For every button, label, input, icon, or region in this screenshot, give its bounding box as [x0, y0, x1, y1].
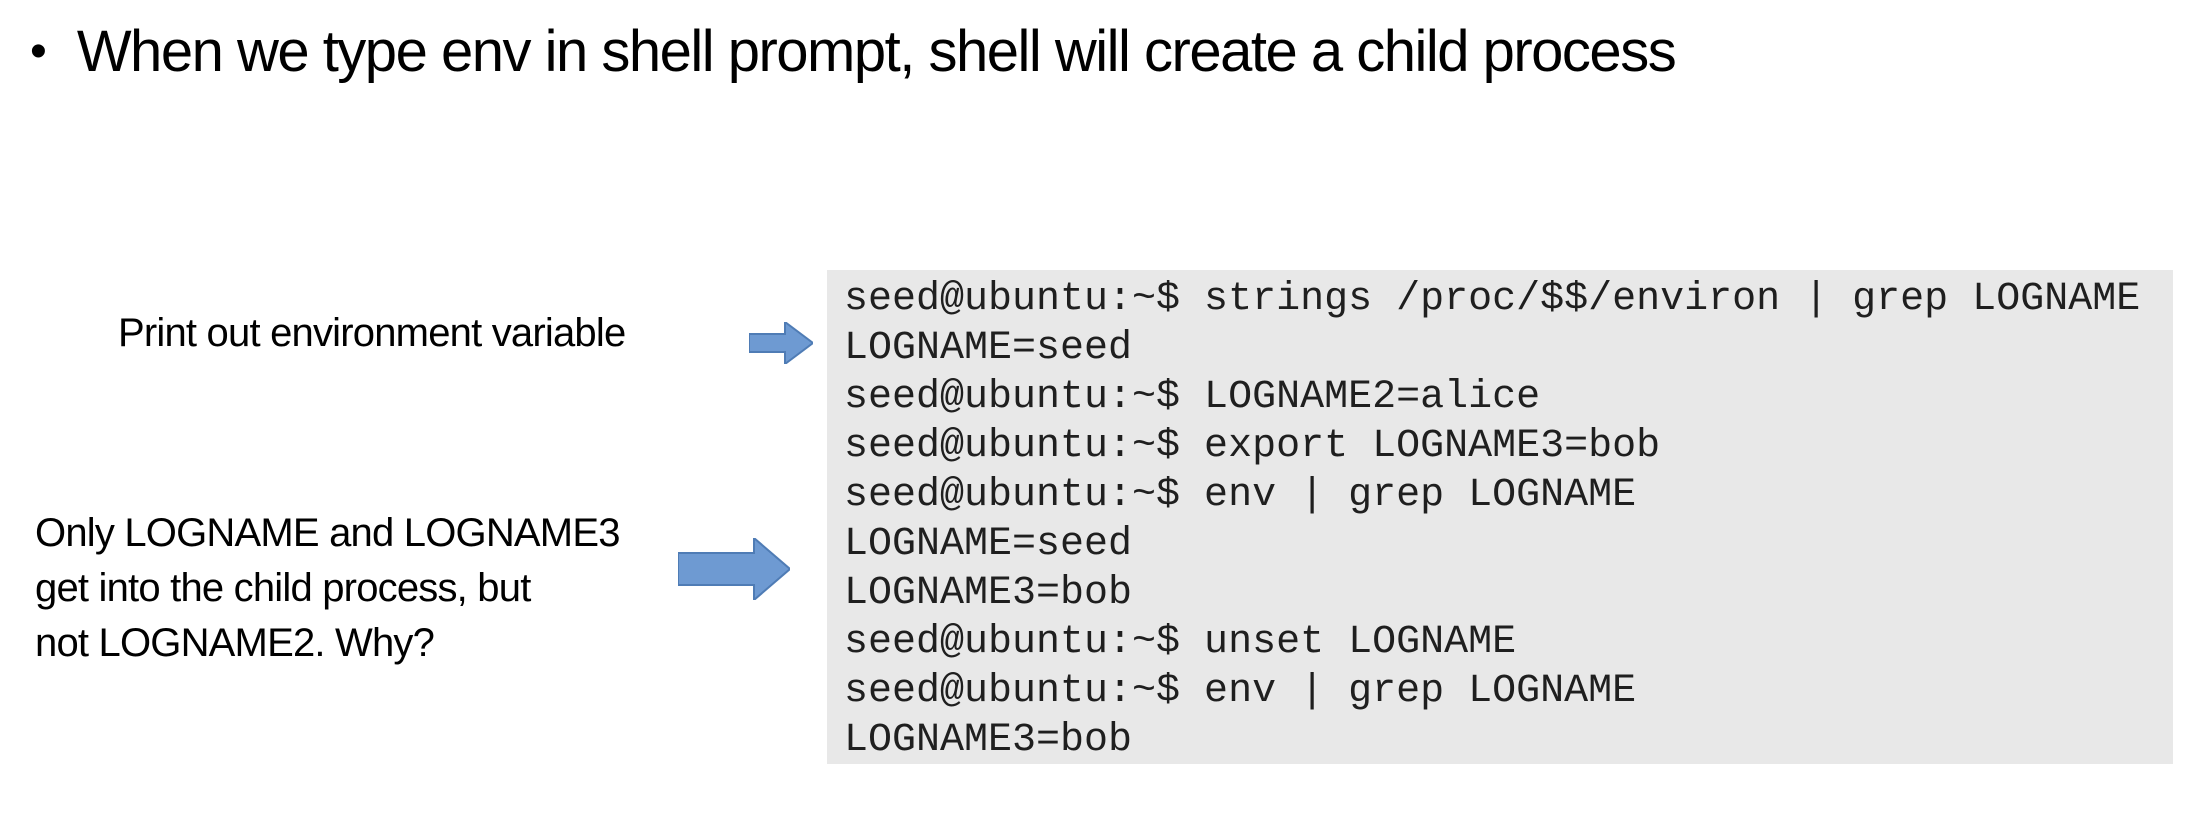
right-arrow-icon: [678, 538, 790, 600]
print-env-label: Print out environment variable: [118, 311, 626, 355]
terminal-line: seed@ubuntu:~$ unset LOGNAME: [844, 620, 1517, 665]
right-arrow-shape: [749, 322, 813, 364]
child-process-note-line: not LOGNAME2. Why?: [35, 621, 435, 665]
title-row: • When we type env in shell prompt, shel…: [30, 16, 1677, 88]
terminal-line: seed@ubuntu:~$ export LOGNAME3=bob: [844, 424, 1661, 469]
terminal-screenshot: seed@ubuntu:~$ strings /proc/$$/environ …: [827, 270, 2173, 764]
child-process-note-line: get into the child process, but: [35, 566, 531, 610]
terminal-line: seed@ubuntu:~$ strings /proc/$$/environ …: [844, 277, 2141, 322]
child-process-note: Only LOGNAME and LOGNAME3 get into the c…: [35, 506, 620, 671]
terminal-line: LOGNAME=seed: [844, 326, 1133, 371]
terminal-line: seed@ubuntu:~$ env | grep LOGNAME: [844, 669, 1637, 714]
right-arrow-shape: [678, 538, 790, 600]
terminal-line: LOGNAME3=bob: [844, 571, 1133, 616]
right-arrow-outline: [678, 538, 790, 600]
slide-title: When we type env in shell prompt, shell …: [76, 19, 1677, 84]
bullet-glyph: •: [30, 25, 47, 78]
terminal-line: seed@ubuntu:~$ LOGNAME2=alice: [844, 375, 1541, 420]
child-process-note-line: Only LOGNAME and LOGNAME3: [35, 511, 620, 555]
terminal-line: LOGNAME=seed: [844, 522, 1133, 567]
terminal-line: seed@ubuntu:~$ env | grep LOGNAME: [844, 473, 1637, 518]
right-arrow-outline: [749, 322, 813, 364]
terminal-line: LOGNAME3=bob: [844, 718, 1133, 763]
right-arrow-icon: [749, 322, 813, 364]
